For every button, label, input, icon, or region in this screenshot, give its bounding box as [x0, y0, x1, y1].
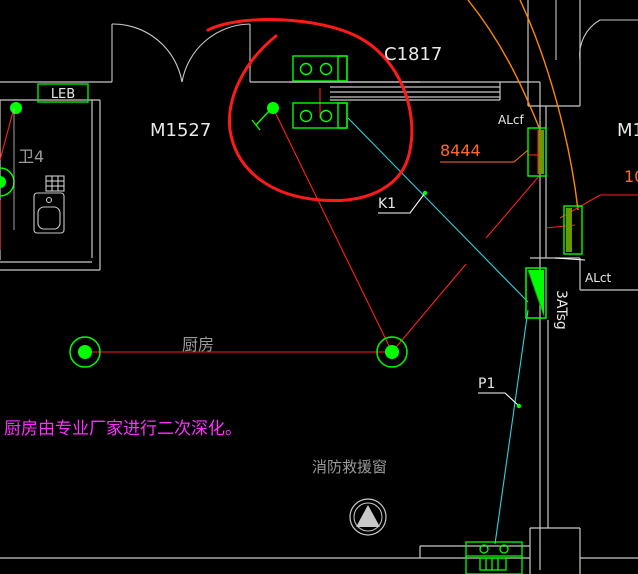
fire-rescue-window-icon	[349, 498, 387, 536]
ceiling-lamp-icon	[376, 336, 408, 368]
exhaust-fan-icon	[292, 102, 348, 129]
switch-icon	[251, 109, 271, 131]
washbasin-icon	[33, 192, 65, 234]
distribution-panel-icon	[563, 205, 583, 255]
cyan-wiring	[347, 117, 529, 545]
equipment-unit-icon	[465, 541, 523, 574]
annotation-circle	[206, 18, 414, 203]
small-lamp-icon	[267, 102, 279, 114]
room-partial-label: 卫4	[18, 147, 44, 166]
kitchen-note-text: 厨房由专业厂家进行二次深化。	[4, 419, 242, 439]
leb-label: LEB	[51, 87, 75, 102]
orange-conduits	[467, 0, 579, 211]
circuit-k1-label: K1	[378, 196, 396, 212]
panel-alct-label: ALct	[585, 271, 611, 285]
exhaust-fan-icon	[292, 55, 348, 82]
dimension-10-partial-label: 10	[624, 167, 638, 186]
dimension-8444-label: 8444	[440, 141, 481, 160]
leader-lines	[378, 149, 586, 407]
ceiling-lamp-icon	[0, 167, 15, 197]
door-swings	[111, 0, 638, 83]
window-c1817-label: C1817	[384, 44, 442, 65]
grid-box-icon	[45, 175, 65, 192]
ceiling-lamp-icon	[69, 336, 101, 368]
door-m1-partial-label: M1	[617, 120, 638, 141]
k1-junction-dot	[422, 190, 428, 196]
distribution-panel-icon	[525, 267, 547, 319]
circuit-p1-label: P1	[478, 376, 495, 392]
door-m1527-label: M1527	[150, 120, 211, 141]
panel-3atsg-label: 3ATsg	[553, 290, 569, 330]
distribution-panel-icon	[527, 127, 547, 177]
small-lamp-icon	[10, 102, 22, 114]
p1-junction-dot	[516, 403, 522, 409]
room-kitchen-label: 厨房	[182, 335, 214, 354]
fire-rescue-window-label: 消防救援窗	[312, 458, 387, 476]
panel-alcf-label: ALcf	[498, 113, 524, 127]
red-wiring	[0, 88, 638, 353]
leb-box	[37, 83, 89, 103]
